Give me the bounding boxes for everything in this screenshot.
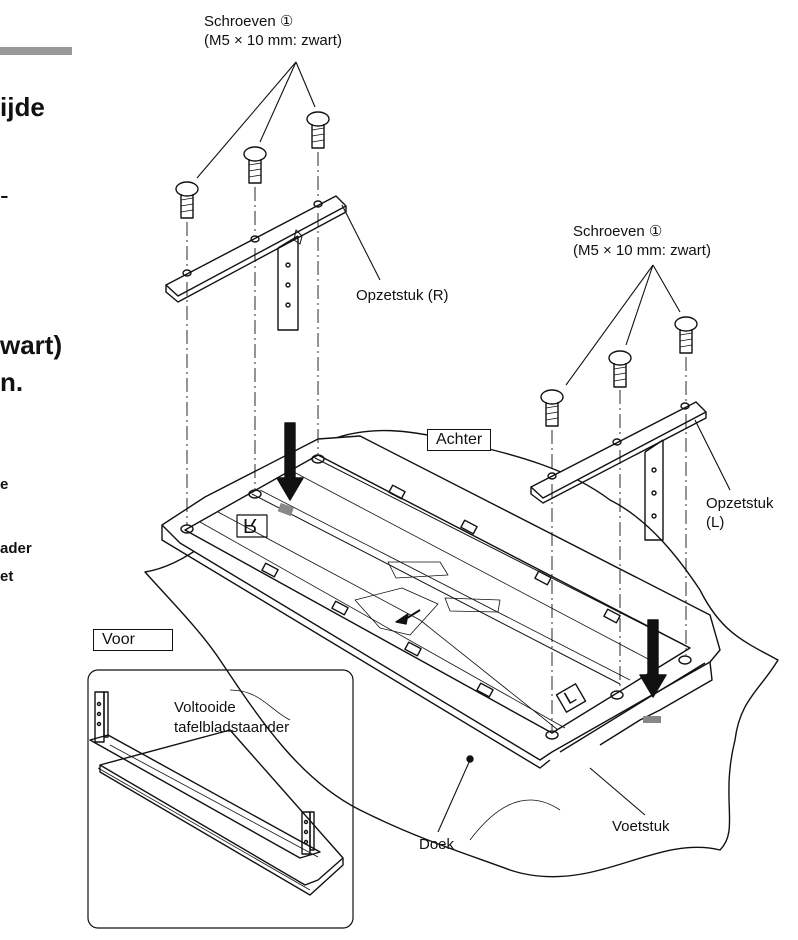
text-fragment-ader: ader [0, 540, 32, 557]
cloth-outline [144, 429, 779, 878]
base-plate [161, 435, 721, 769]
section-rule [0, 47, 72, 55]
mark-l-box [555, 683, 587, 713]
bracket-l-label: Opzetstuk [706, 495, 774, 512]
completed-stand-label: Voltooide [174, 699, 236, 716]
screws-right [540, 316, 698, 427]
mark-r-label: R [243, 514, 258, 536]
cloth-label: Doek [419, 836, 455, 853]
back-label: Achter [427, 429, 492, 451]
front-label: Voor [93, 629, 173, 651]
heading-fragment-n: n. [0, 367, 24, 397]
bracket-r [165, 195, 347, 331]
down-arrow-icon-l [639, 619, 667, 698]
bracket-r-label: Opzetstuk (R) [356, 287, 449, 304]
screws-top-spec: (M5 × 10 mm: zwart) [204, 32, 342, 49]
text-fragment-e: e [0, 476, 9, 493]
completed-stand-label-2: tafelbladstaander [174, 719, 290, 736]
text-fragment-dash: - [0, 180, 9, 210]
front-arrow-icon [395, 613, 409, 625]
screws-top [175, 111, 330, 219]
base-label: Voetstuk [612, 818, 670, 835]
screws-right-title: Schroeven ① [573, 223, 663, 240]
screws-right-spec: (M5 × 10 mm: zwart) [573, 242, 711, 259]
bracket-l-label-side: (L) [706, 514, 725, 531]
screws-top-title: Schroeven ① [204, 13, 294, 30]
text-fragment-et: et [0, 568, 14, 585]
completed-stand-illustration [89, 691, 344, 896]
bracket-l [530, 401, 707, 541]
mark-r-box [236, 514, 268, 538]
inset-panel [87, 669, 354, 929]
down-arrow-icon-r [276, 422, 304, 501]
heading-fragment: ijde [0, 92, 45, 122]
heading-fragment-zwart: wart) [0, 330, 63, 360]
